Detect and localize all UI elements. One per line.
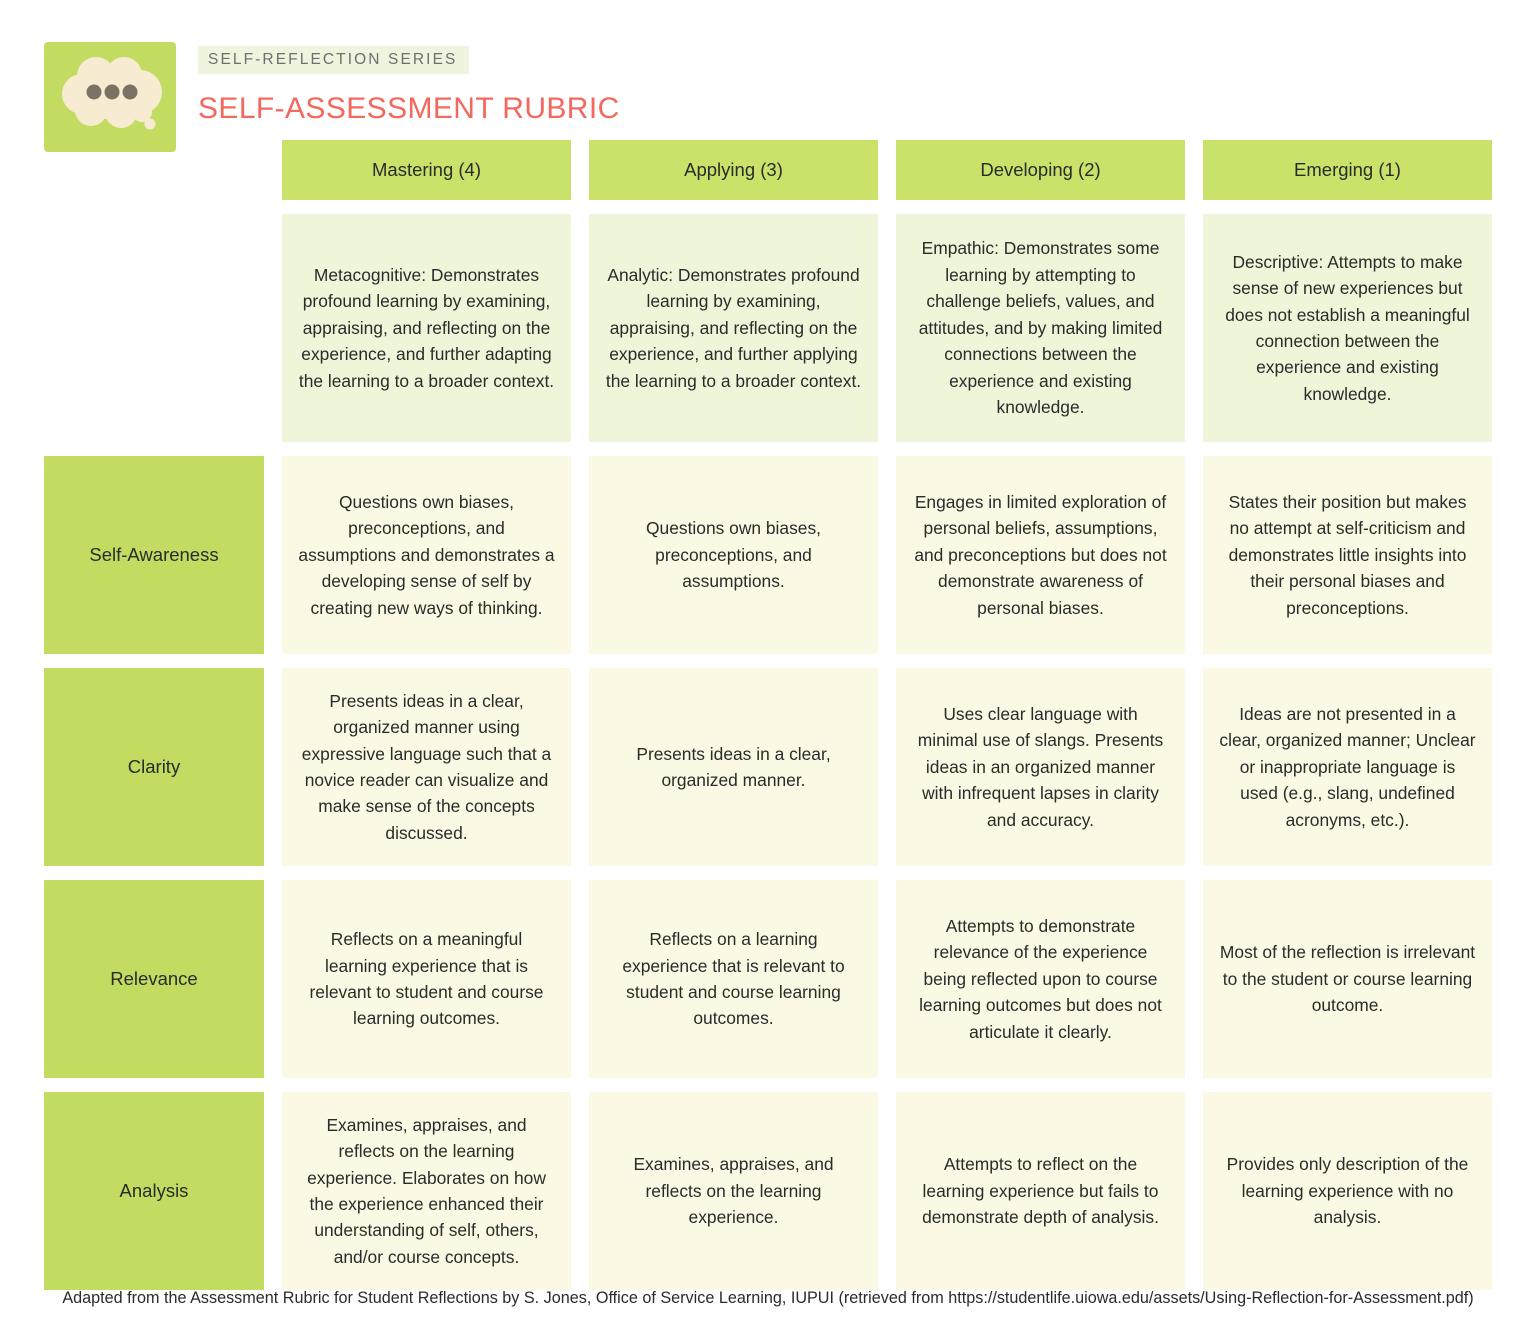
cell-clarity-emerging: Ideas are not presented in a clear, orga… [1203,668,1492,866]
logo-tile [44,42,176,152]
row-label-self-awareness[interactable]: Self-Awareness [44,456,264,654]
column-header-developing[interactable]: Developing (2) [896,140,1185,200]
column-header-applying[interactable]: Applying (3) [589,140,878,200]
cell-relevance-mastering: Reflects on a meaningful learning experi… [282,880,571,1078]
page-title: SELF-ASSESSMENT RUBRIC [198,91,620,125]
cell-clarity-developing: Uses clear language with minimal use of … [896,668,1185,866]
definition-cell-mastering: Metacognitive: Demonstrates profound lea… [282,214,571,442]
column-header-emerging[interactable]: Emerging (1) [1203,140,1492,200]
cell-self-awareness-applying: Questions own biases, preconceptions, an… [589,456,878,654]
definition-row-label [44,214,264,442]
cell-self-awareness-developing: Engages in limited exploration of person… [896,456,1185,654]
row-label-clarity[interactable]: Clarity [44,668,264,866]
cell-analysis-applying: Examines, appraises, and reflects on the… [589,1092,878,1290]
header-text-block: SELF-REFLECTION SERIES SELF-ASSESSMENT R… [198,42,620,125]
cell-clarity-mastering: Presents ideas in a clear, organized man… [282,668,571,866]
definition-cell-developing: Empathic: Demonstrates some learning by … [896,214,1185,442]
row-label-relevance[interactable]: Relevance [44,880,264,1078]
row-label-analysis[interactable]: Analysis [44,1092,264,1290]
rubric-table: Mastering (4) Applying (3) Developing (2… [44,140,1492,1290]
page-header: SELF-REFLECTION SERIES SELF-ASSESSMENT R… [44,42,620,152]
definition-cell-applying: Analytic: Demonstrates profound learning… [589,214,878,442]
cell-analysis-emerging: Provides only description of the learnin… [1203,1092,1492,1290]
series-badge: SELF-REFLECTION SERIES [198,46,470,74]
cell-relevance-developing: Attempts to demonstrate relevance of the… [896,880,1185,1078]
cell-relevance-emerging: Most of the reflection is irrelevant to … [1203,880,1492,1078]
column-header-mastering[interactable]: Mastering (4) [282,140,571,200]
definition-cell-emerging: Descriptive: Attempts to make sense of n… [1203,214,1492,442]
attribution-footer: Adapted from the Assessment Rubric for S… [62,1289,1474,1307]
cell-self-awareness-emerging: States their position but makes no attem… [1203,456,1492,654]
cell-self-awareness-mastering: Questions own biases, preconceptions, an… [282,456,571,654]
cell-analysis-mastering: Examines, appraises, and reflects on the… [282,1092,571,1290]
cell-analysis-developing: Attempts to reflect on the learning expe… [896,1092,1185,1290]
cell-relevance-applying: Reflects on a learning experience that i… [589,880,878,1078]
cell-clarity-applying: Presents ideas in a clear, organized man… [589,668,878,866]
table-corner [44,140,264,200]
